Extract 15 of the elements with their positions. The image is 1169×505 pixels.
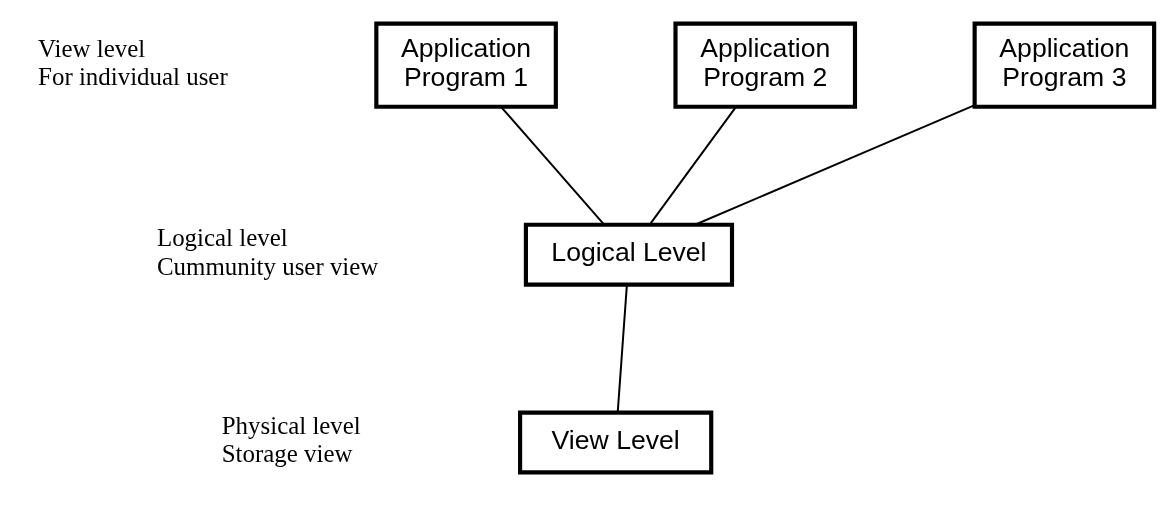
node-box: Logical Level — [523, 222, 735, 287]
node-box: Application Program 1 — [374, 21, 558, 109]
label: Physical level — [221, 411, 361, 439]
label: For individual user — [38, 62, 228, 90]
node-box: Application Program 3 — [972, 21, 1157, 109]
label: Logical level — [156, 223, 288, 251]
label: Cummunity user view — [156, 252, 379, 280]
connector — [500, 105, 606, 226]
node-box: View Level — [518, 409, 714, 474]
label: View level — [38, 34, 146, 62]
connector — [648, 105, 737, 226]
connector — [694, 103, 976, 225]
label: Storage view — [221, 439, 353, 467]
connector — [616, 283, 628, 413]
node-box: Application Program 2 — [673, 21, 858, 109]
